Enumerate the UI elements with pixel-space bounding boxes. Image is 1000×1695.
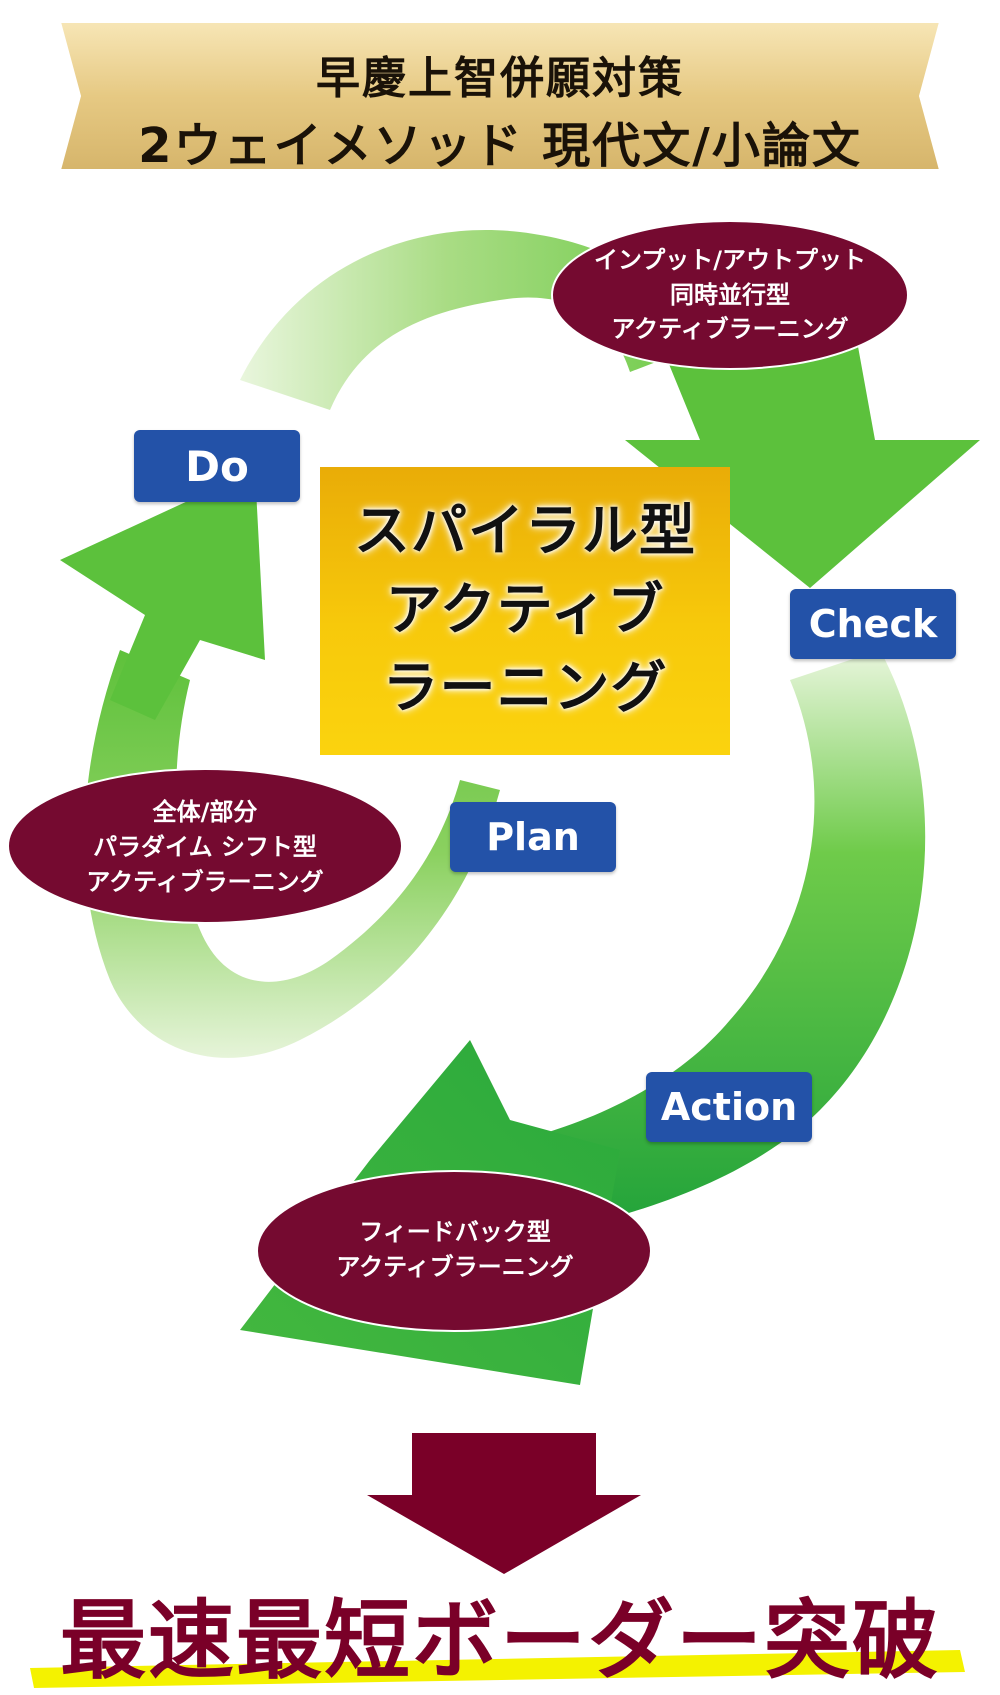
check-arrowhead	[625, 330, 980, 588]
banner-title-line1: 早慶上智併願対策	[316, 53, 684, 104]
ellipse-top-right-line1: インプット/アウトプット	[593, 245, 867, 274]
left-green-arc	[84, 650, 501, 1058]
ellipse-left-line2: パラダイム シフト型	[93, 833, 317, 862]
title-banner-ribbon	[58, 21, 942, 171]
ellipse-bottom-text: フィードバック型 アクティブラーニング	[270, 1205, 640, 1295]
do-arrowhead	[60, 470, 265, 720]
center-title-line3: ラーニング	[382, 656, 668, 722]
center-title-line2: アクティブ	[385, 577, 665, 643]
ellipse-top-right-text: インプット/アウトプット 同時並行型 アクティブラーニング	[555, 240, 905, 350]
result-text: 最速最短ボーダー突破	[60, 1591, 940, 1691]
center-concept-box: スパイラル型 アクティブ ラーニング	[320, 467, 730, 755]
label-check: Check	[790, 589, 956, 659]
right-green-arc	[520, 650, 926, 1230]
ellipse-bottom-line2: アクティブラーニング	[336, 1253, 574, 1281]
label-action: Action	[646, 1072, 812, 1142]
ellipse-left-line3: アクティブラーニング	[86, 867, 324, 896]
ellipse-bottom-line1: フィードバック型	[359, 1218, 551, 1247]
result-highlight	[30, 1650, 965, 1688]
ellipse-top-right-line3: アクティブラーニング	[611, 315, 849, 344]
ellipse-left-text: 全体/部分 パラダイム シフト型 アクティブラーニング	[20, 790, 390, 905]
ellipse-top-right	[551, 220, 909, 370]
center-title-line1: スパイラル型	[354, 499, 696, 565]
banner-title-line2: 2ウェイメソッド 現代文/小論文	[138, 118, 862, 174]
result-down-arrow	[367, 1433, 641, 1574]
ellipse-bottom	[256, 1170, 652, 1332]
ellipse-left	[7, 768, 403, 924]
ellipse-left-line1: 全体/部分	[152, 798, 258, 827]
label-plan: Plan	[450, 802, 616, 872]
label-do: Do	[134, 430, 300, 502]
ellipse-top-right-line2: 同時並行型	[670, 280, 790, 309]
